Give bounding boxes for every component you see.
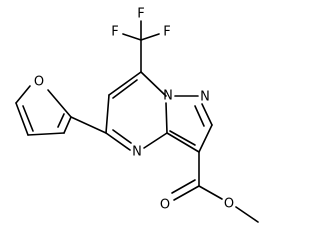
bond-c7-c6-double [112, 79, 138, 99]
bond-n2-c2 [201, 103, 213, 126]
molecule-diagram: F F F O N N N O O [15, 7, 259, 223]
bond-carbonyl-o-ester [198, 185, 223, 200]
bond-c3-c3a [166, 132, 200, 153]
atom-n-pyrimidine: N [132, 145, 142, 160]
bond-c5-n4 [105, 132, 131, 151]
bond-furan-c2-o [47, 89, 72, 118]
atom-f-left: F [111, 25, 118, 40]
atom-o-carbonyl: O [160, 198, 170, 213]
atom-o-furan: O [34, 75, 44, 90]
structure-svg: F F F O N N N O O [15, 7, 259, 223]
atom-f-right: F [163, 25, 170, 40]
bond-n4-c3a [143, 132, 168, 149]
bond-carbonyl-o-double-b [171, 179, 196, 194]
atom-f-top: F [137, 7, 144, 22]
bond-furan-c3-c2 [63, 116, 72, 134]
atom-n-pyrazole: N [200, 90, 210, 105]
bond-cf3-f-left [122, 33, 142, 41]
bond-carbonyl-o-double-a [173, 185, 200, 201]
atom-o-ester: O [224, 197, 234, 212]
bond-o-ester-methyl [235, 206, 259, 223]
atom-n-bridge: N [163, 89, 173, 104]
bond-n2-c2-double [194, 105, 205, 127]
bonds [15, 20, 259, 223]
bond-furan-c5-c4 [15, 102, 29, 136]
atom-labels: F F F O N N N O O [34, 7, 234, 213]
bond-c2-c3 [198, 124, 213, 153]
bond-c5-n4-double [112, 129, 132, 144]
bond-c7-c6 [108, 71, 142, 96]
bond-c3a-n-bridge [165, 102, 168, 134]
bond-c6-c5 [105, 94, 110, 134]
bond-furan-c4-c3 [27, 132, 65, 136]
bond-furan-o-c5 [15, 85, 31, 104]
bond-furan-c3-c2-double [57, 113, 65, 128]
bond-c5-furan [70, 116, 107, 134]
bond-c7-n-bridge [140, 71, 167, 97]
bond-furan-c5-c4-double [22, 105, 34, 132]
bond-cf3-f-right [140, 33, 160, 41]
bond-c3-c3a-double [169, 130, 196, 146]
